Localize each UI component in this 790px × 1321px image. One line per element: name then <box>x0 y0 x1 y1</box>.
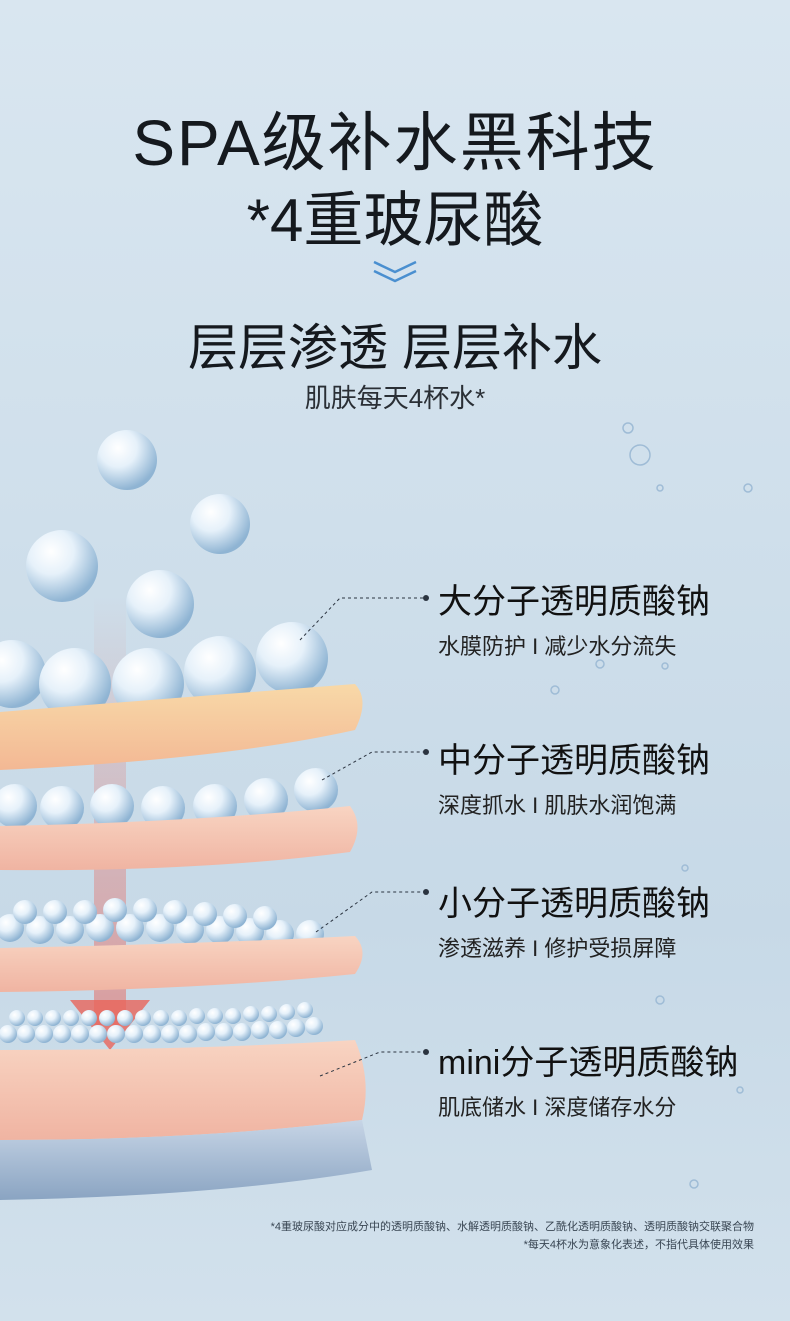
layer-desc: 渗透滋养 I 修护受损屏障 <box>438 936 677 961</box>
layer-name: 中分子透明质酸钠 <box>438 742 710 780</box>
subheadline: 层层渗透 层层补水 <box>188 320 602 376</box>
bubble <box>126 570 194 638</box>
layer-desc: 肌底储水 I 深度储存水分 <box>438 1095 677 1120</box>
skin-base <box>0 1120 372 1200</box>
skin-layer-1 <box>0 684 363 770</box>
skin-layer-3 <box>0 936 363 992</box>
layer-label-large: 大分子透明质酸钠 水膜防护 I 减少水分流失 <box>438 574 710 661</box>
layer-name: 大分子透明质酸钠 <box>438 583 710 621</box>
chevron-down-icon <box>373 260 417 283</box>
headline-line1: SPA级补水黑科技 <box>132 107 658 179</box>
bubble <box>97 430 157 490</box>
bubble <box>26 530 98 602</box>
layer-label-mini: mini分子透明质酸钠 肌底储水 I 深度储存水分 <box>438 1035 738 1122</box>
footnote-2: *每天4杯水为意象化表述，不指代具体使用效果 <box>523 1239 754 1251</box>
layer-name: 小分子透明质酸钠 <box>438 885 710 923</box>
skin-layer-2 <box>0 806 358 871</box>
bubble <box>190 494 250 554</box>
layer-desc: 水膜防护 I 减少水分流失 <box>438 634 677 659</box>
footnote-1: *4重玻尿酸对应成分中的透明质酸钠、水解透明质酸钠、乙酰化透明质酸钠、透明质酸钠… <box>270 1221 754 1233</box>
layer-desc: 深度抓水 I 肌肤水润饱满 <box>438 793 677 818</box>
layer-label-medium: 中分子透明质酸钠 深度抓水 I 肌肤水润饱满 <box>438 733 710 820</box>
headline-line2: *4重玻尿酸 <box>246 187 544 254</box>
skin-layer-4 <box>0 1040 366 1140</box>
layer-name: mini分子透明质酸钠 <box>438 1044 739 1082</box>
skin-layers-illustration <box>0 422 753 1200</box>
tagline: 肌肤每天4杯水* <box>304 383 486 413</box>
layer-label-small: 小分子透明质酸钠 渗透滋养 I 修护受损屏障 <box>438 876 710 963</box>
